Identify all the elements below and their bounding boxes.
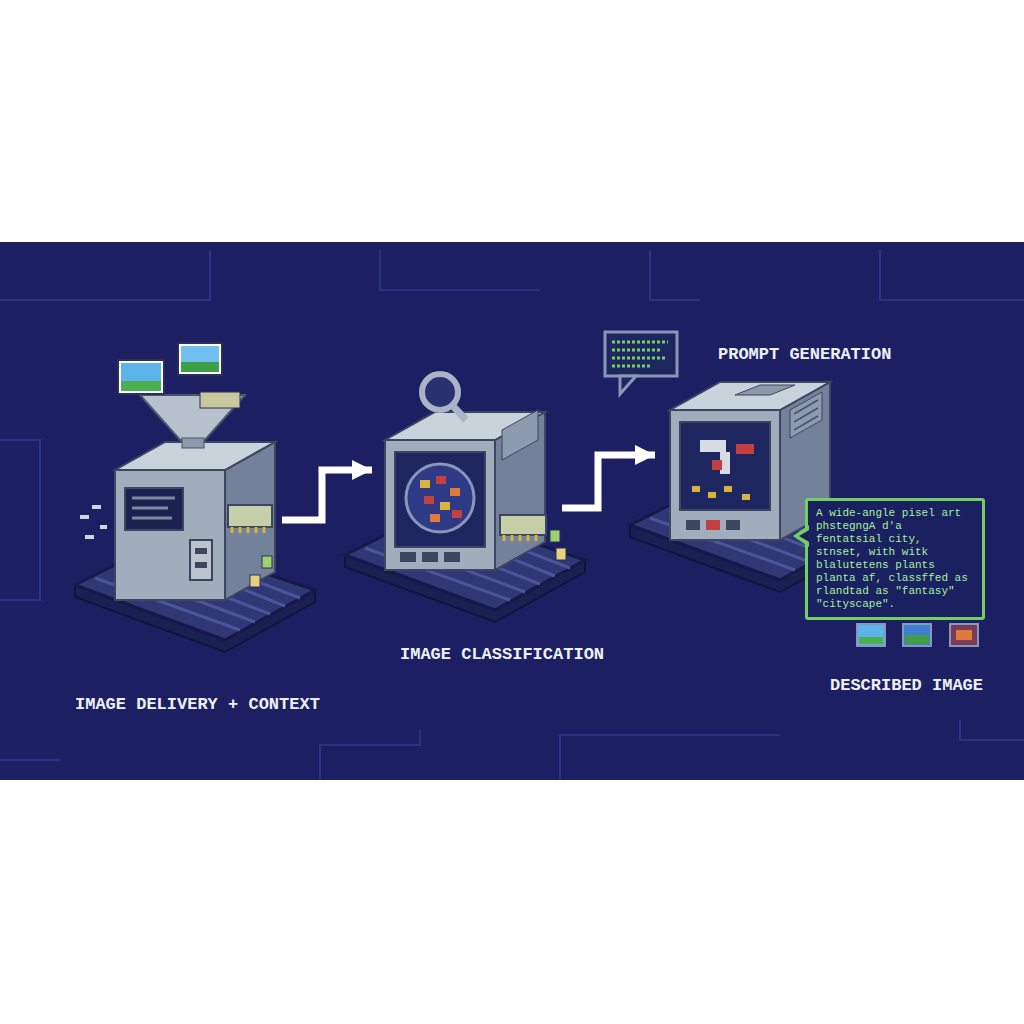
bubble-tail	[793, 525, 809, 547]
gold-bit	[724, 486, 732, 492]
pixel	[452, 510, 462, 518]
flying-bit	[92, 505, 101, 509]
bubble-text: A wide-angle pisel art phstegngA d'a fen…	[816, 507, 974, 611]
thumbnail-detail	[956, 630, 972, 640]
chip-pins	[504, 535, 536, 541]
flow-arrow	[282, 470, 372, 520]
speech-lines	[612, 342, 668, 366]
circuit-lines	[0, 250, 1024, 780]
speech-tail	[620, 376, 636, 394]
pixel	[430, 514, 440, 522]
machine-stage: IMAGE DELIVERY + CONTEXT	[80, 345, 282, 645]
panel-button	[195, 562, 207, 568]
circuit-line	[650, 250, 700, 300]
thumbnail-ground	[859, 637, 883, 644]
side-panel	[502, 410, 538, 460]
tag	[550, 530, 560, 542]
flying-bit	[80, 515, 89, 519]
tag	[556, 548, 566, 560]
stage-label: PROMPT GENERATION	[718, 345, 891, 365]
top-keypad	[735, 385, 795, 395]
flying-bit	[100, 525, 107, 529]
tag	[250, 575, 260, 587]
tag	[262, 556, 272, 568]
circuit-line	[0, 440, 40, 600]
vent-lines	[794, 400, 818, 430]
machine-stage: IMAGE CLASSIFICATION	[372, 400, 562, 615]
button	[726, 520, 740, 530]
button	[400, 552, 416, 562]
pixel	[440, 502, 450, 510]
stage-label: IMAGE CLASSIFICATION	[400, 645, 604, 665]
speech-icon	[605, 332, 677, 376]
circuit-line	[320, 730, 420, 780]
pixel	[424, 496, 434, 504]
gold-bit	[708, 492, 716, 498]
input-picture	[178, 343, 222, 375]
classification-details	[395, 374, 566, 562]
robot-part	[736, 444, 754, 454]
picture-ground	[121, 381, 161, 391]
window-lines	[132, 498, 175, 518]
funnel-spout	[182, 438, 204, 448]
chip-pins	[232, 527, 264, 533]
scan-circle	[406, 464, 474, 532]
thumbnail-ground	[905, 635, 929, 644]
context-chip	[200, 392, 240, 408]
chip	[228, 505, 272, 527]
classification-machine	[345, 412, 585, 622]
button	[686, 520, 700, 530]
thumbnail	[950, 624, 978, 646]
speech-bubble: A wide-angle pisel art phstegngA d'a fen…	[805, 498, 985, 620]
circuit-line	[560, 735, 780, 780]
button	[444, 552, 460, 562]
robot-arm	[700, 440, 726, 452]
stage-label: IMAGE DELIVERY + CONTEXT	[75, 695, 320, 715]
circuit-line	[960, 720, 1024, 740]
chip	[500, 515, 546, 535]
picture-ground	[181, 362, 219, 372]
circuit-line	[0, 759, 60, 761]
button	[706, 520, 720, 530]
picture-sky	[121, 363, 161, 381]
navy-band	[0, 242, 1024, 780]
picture-sky	[181, 346, 219, 362]
thumbnail	[903, 624, 931, 646]
side-vent	[790, 392, 822, 438]
machine-screen	[395, 452, 485, 547]
gold-bit	[692, 486, 700, 492]
flow-arrow	[562, 455, 655, 508]
machine-screen	[680, 422, 770, 510]
machine-window	[125, 488, 183, 530]
label-anchor: DESCRIBED IMAGE	[830, 676, 983, 696]
control-panel	[190, 540, 212, 580]
output-thumbnails	[857, 624, 978, 646]
pixel	[436, 476, 446, 484]
robot-joint	[712, 460, 722, 470]
circuit-line	[0, 250, 210, 300]
circuit-line	[380, 250, 540, 290]
circuit-line	[880, 250, 1024, 300]
button	[422, 552, 438, 562]
thumbnail	[857, 624, 885, 646]
delivery-machine	[75, 442, 315, 652]
tail-fill	[799, 529, 811, 543]
flying-bit	[85, 535, 94, 539]
panel-button	[195, 548, 207, 554]
input-picture	[118, 360, 164, 394]
pixel	[420, 480, 430, 488]
pixel	[450, 488, 460, 496]
delivery-details	[80, 343, 272, 587]
magnifier-handle	[452, 405, 466, 420]
gold-bit	[742, 494, 750, 500]
output-label: DESCRIBED IMAGE	[830, 676, 983, 696]
